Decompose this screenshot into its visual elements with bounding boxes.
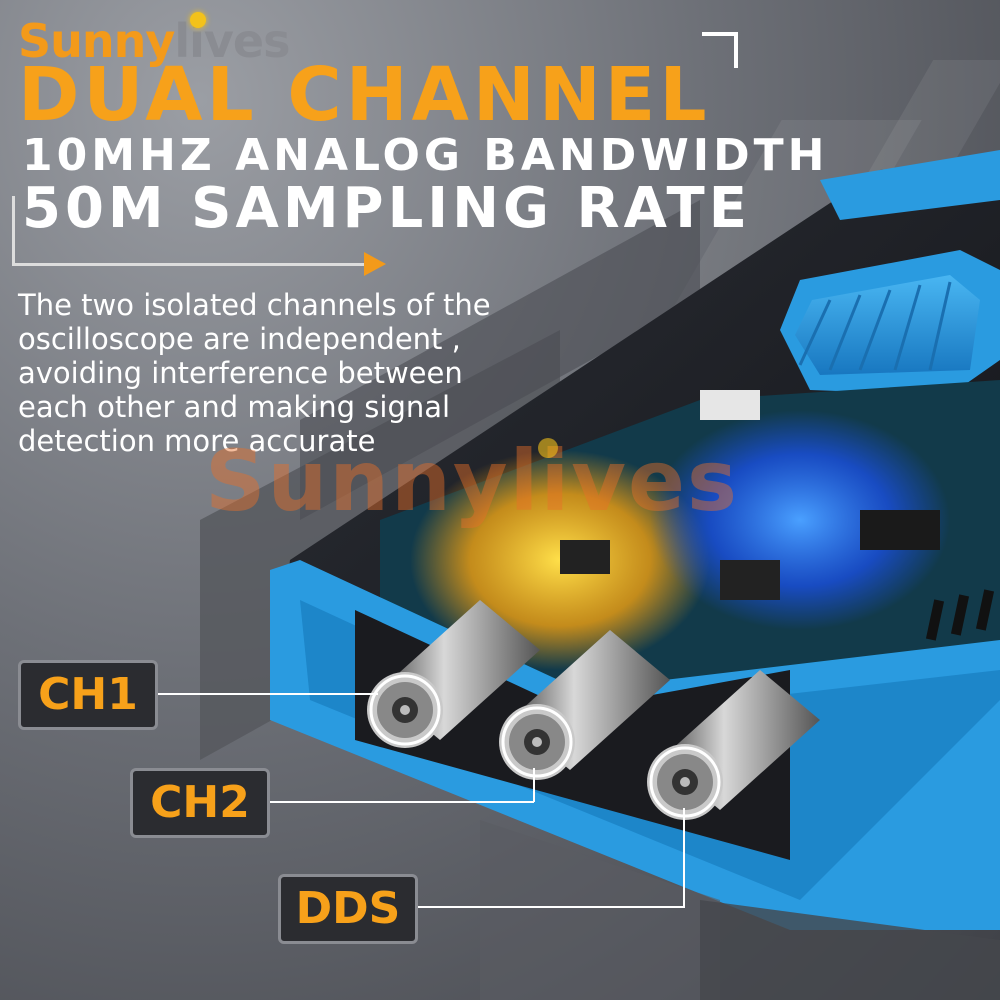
headline: DUAL CHANNEL bbox=[18, 52, 711, 138]
description: The two isolated channels of the oscillo… bbox=[18, 288, 538, 458]
description-line: avoiding interference between bbox=[18, 356, 463, 390]
description-line: The two isolated channels of the bbox=[18, 288, 491, 322]
spec-bandwidth: 10MHZ ANALOG BANDWIDTH bbox=[22, 130, 829, 181]
brand-part-1: Sunny bbox=[18, 14, 175, 68]
description-line: each other and making signal bbox=[18, 390, 451, 424]
corner-bracket-bottom-line bbox=[12, 263, 367, 266]
watermark-sun-icon bbox=[538, 438, 558, 458]
ch1-leader-line bbox=[158, 693, 378, 695]
brand-logo: Sunnylives bbox=[18, 14, 290, 68]
arrow-right-icon bbox=[364, 252, 386, 276]
spec-sampling-rate: 50M SAMPLING RATE bbox=[22, 176, 752, 241]
description-line: oscilloscope are independent , bbox=[18, 322, 461, 356]
dds-leader-line bbox=[418, 906, 684, 908]
description-line: detection more accurate bbox=[18, 424, 376, 458]
ch2-leader-line bbox=[270, 801, 534, 803]
ch1-label: CH1 bbox=[18, 660, 158, 730]
dds-leader-line-vertical bbox=[683, 808, 685, 908]
corner-bracket-left-vertical bbox=[12, 196, 15, 264]
dds-label: DDS bbox=[278, 874, 418, 944]
watermark: Sunnylives bbox=[205, 432, 739, 530]
ch2-label: CH2 bbox=[130, 768, 270, 838]
sun-icon bbox=[190, 12, 206, 28]
corner-bracket-top-right bbox=[702, 32, 738, 68]
ch2-leader-line-vertical bbox=[533, 768, 535, 802]
